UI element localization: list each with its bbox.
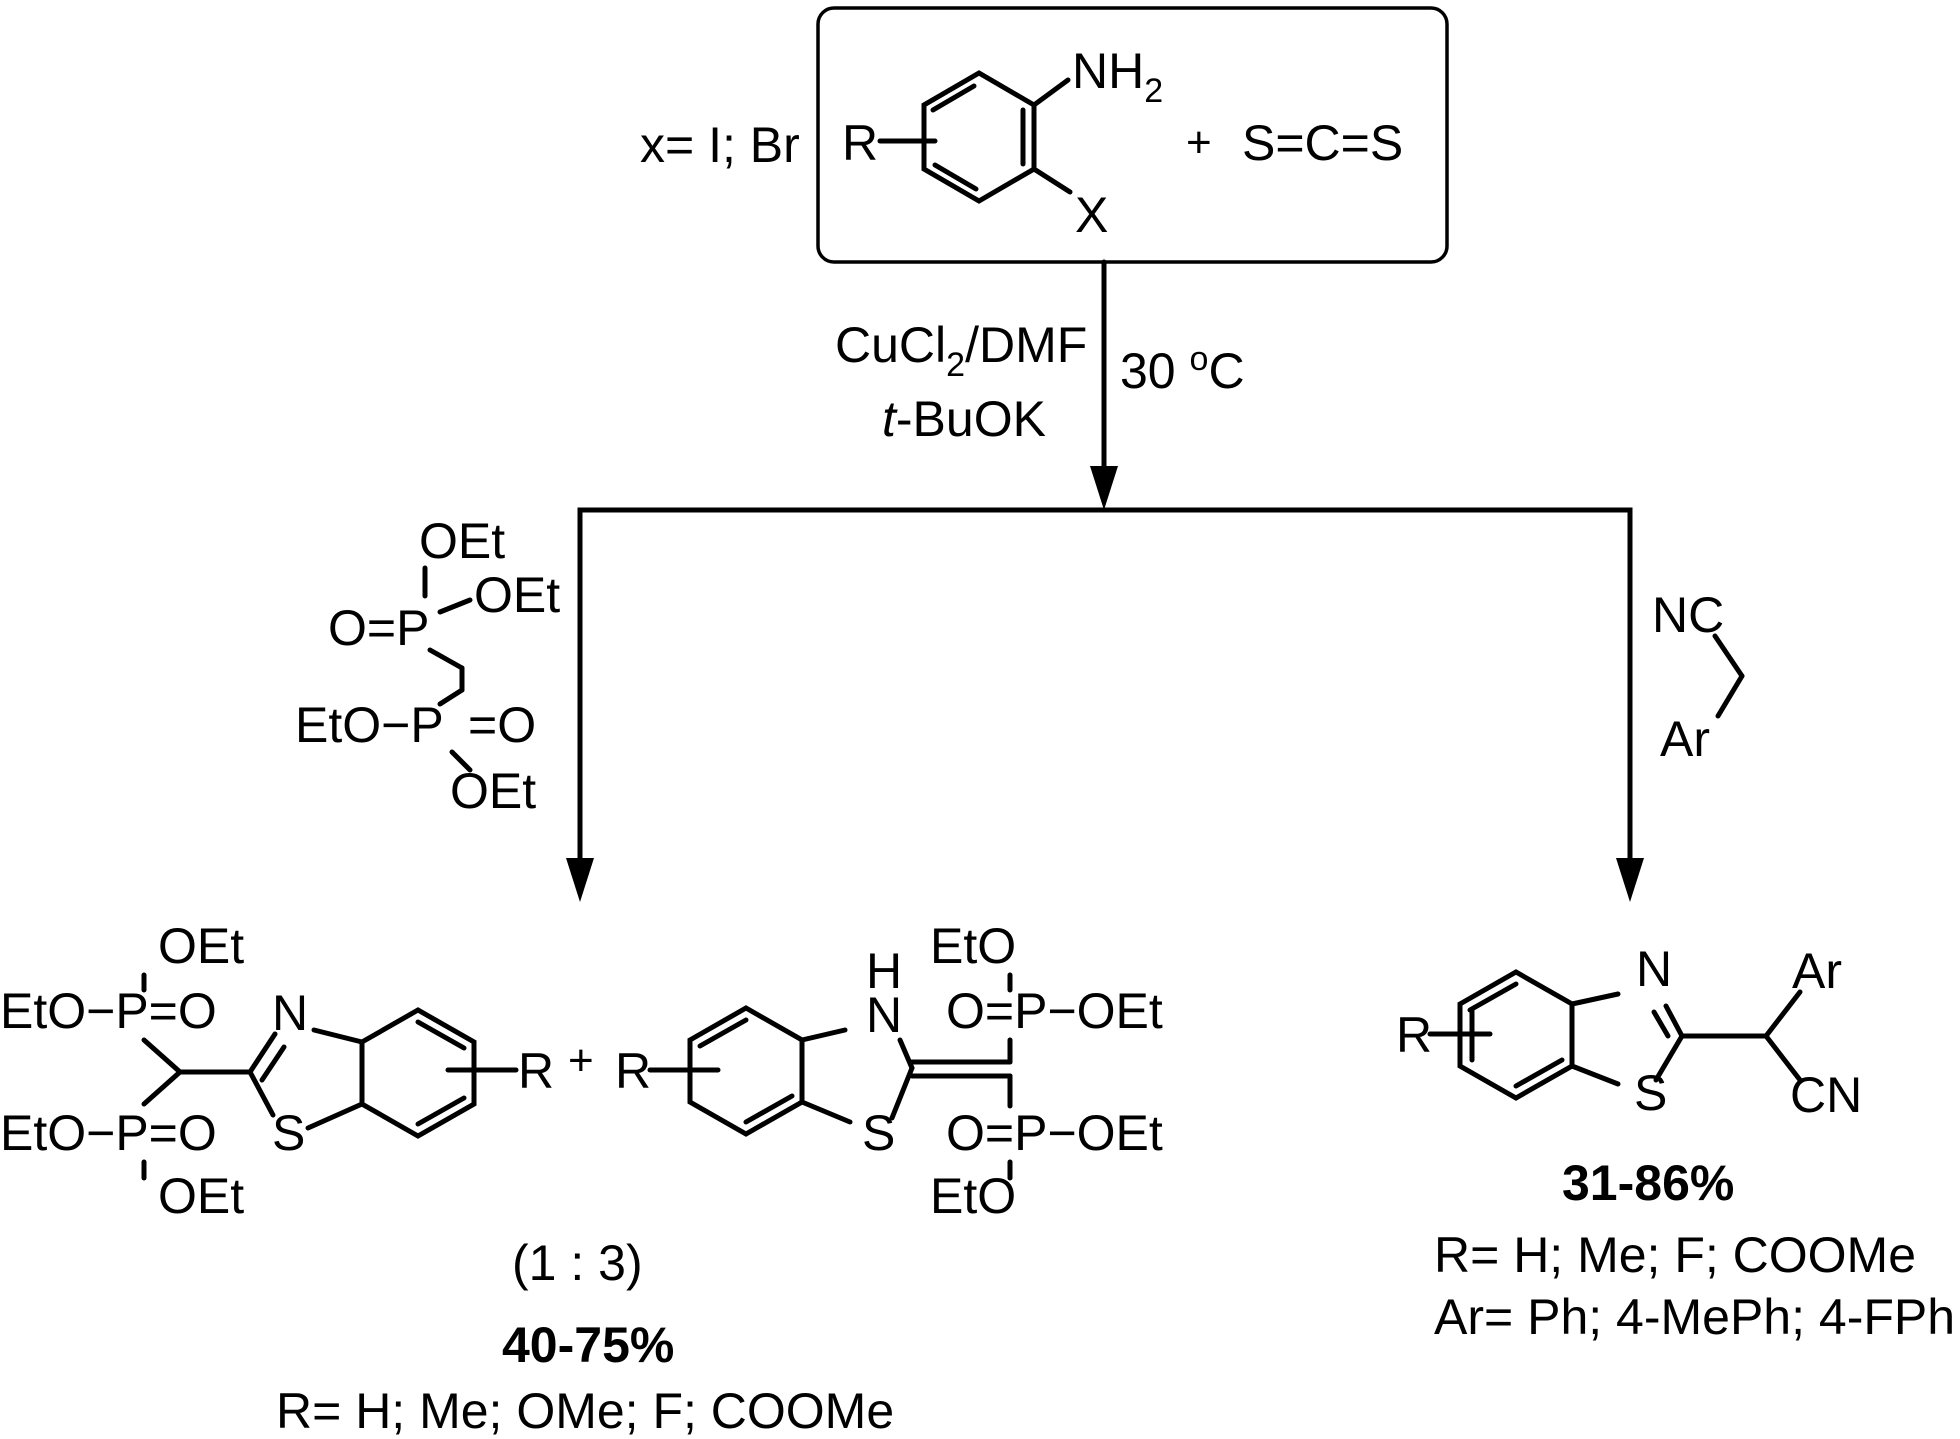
carbon-disulfide-label: S=C=S [1242,115,1403,171]
catalyst-condition-label: CuCl2/DMF [835,317,1087,384]
product-b-o-p-oet-2: O=P−OEt [946,1105,1163,1161]
reagent-nc-label: NC [1652,587,1724,643]
reagent-oet-top: OEt [419,513,505,569]
arylacetonitrile-reagent: NC Ar [1652,587,1745,767]
left-ratio-label: (1 : 3) [512,1235,643,1291]
main-arrow-group: CuCl2/DMF t-BuOK 30 oC [577,259,1633,865]
x-definition-label: x= I; Br [640,117,800,173]
product-b-s-label: S [862,1105,895,1161]
reagent-ar-label: Ar [1660,711,1710,767]
product-a-s-label: S [272,1105,305,1161]
starting-materials-frame [816,6,1449,264]
product-a-n-label: N [272,985,308,1041]
right-r-scope-label: R= H; Me; F; COOMe [1434,1227,1916,1283]
product-c-r-label: R [1396,1007,1432,1063]
product-a-oet-2: OEt [158,1168,244,1224]
product-a-eto-p-1: EtO−P=O [0,983,217,1039]
left-r-scope-label: R= H; Me; OMe; F; COOMe [276,1383,894,1439]
aniline-nh2-label: NH2 [1072,43,1163,110]
left-branch: OEt OEt O=P EtO−P =O OEt OEt EtO−P=O EtO… [0,513,1163,1439]
product-c-ar-label: Ar [1792,943,1842,999]
plus-sign-products: + [568,1036,594,1085]
plus-sign-top: + [1186,118,1212,167]
right-ar-scope-label: Ar= Ph; 4-MePh; 4-FPh [1434,1289,1955,1345]
reagent-oet-right: OEt [474,567,560,623]
aniline-x-label: X [1075,187,1108,243]
product-b-h-label: H [866,943,902,999]
product-a-r-label: R [518,1043,554,1099]
product-b-eto-2: EtO [930,1168,1016,1224]
base-condition-label: t-BuOK [882,391,1046,447]
main-arrowhead [1090,466,1118,510]
branch-splitter-line [577,507,1633,865]
product-b-benzothiazoline: R H N S EtO O=P−OEt O=P−OEt EtO [615,918,1163,1224]
reagent-o-eq-p: O=P [328,600,429,656]
product-a-eto-p-2: EtO−P=O [0,1105,217,1161]
product-c-n-label: N [1636,941,1672,997]
product-b-r-label: R [615,1043,651,1099]
temperature-condition-label: 30 oC [1120,340,1245,399]
product-c-benzothiazole: R N S Ar CN [1396,941,1862,1123]
left-arrowhead [566,858,594,902]
left-yield-label: 40-75% [502,1317,674,1373]
product-b-eto-1: EtO [930,918,1016,974]
product-b-o-p-oet-1: O=P−OEt [946,983,1163,1039]
product-b-n-label: N [866,987,902,1043]
reagent-oet-bottom: OEt [450,763,536,819]
product-a-benzothiazole: OEt EtO−P=O EtO−P=O OEt N S R [0,918,554,1224]
right-arrowhead [1616,858,1644,902]
reagent-eq-o: =O [468,697,536,753]
product-c-cn-label: CN [1790,1067,1862,1123]
right-yield-label: 31-86% [1562,1155,1734,1211]
product-c-s-label: S [1634,1065,1667,1121]
aniline-benzene-ring [921,70,1037,204]
product-a-oet-1: OEt [158,918,244,974]
reagent-eto-p: EtO−P [295,697,444,753]
aniline-r-label: R [842,115,878,171]
starting-materials: x= I; Br NH2 R X + S=C=S [640,6,1449,264]
right-branch: NC Ar R N S Ar CN 31-86% R= H [1396,587,1955,1345]
bisphosphonate-reagent: OEt OEt O=P EtO−P =O OEt [295,513,560,819]
haloaniline-structure: NH2 R X [842,43,1163,243]
product-a-benzene-ring [359,1007,477,1139]
